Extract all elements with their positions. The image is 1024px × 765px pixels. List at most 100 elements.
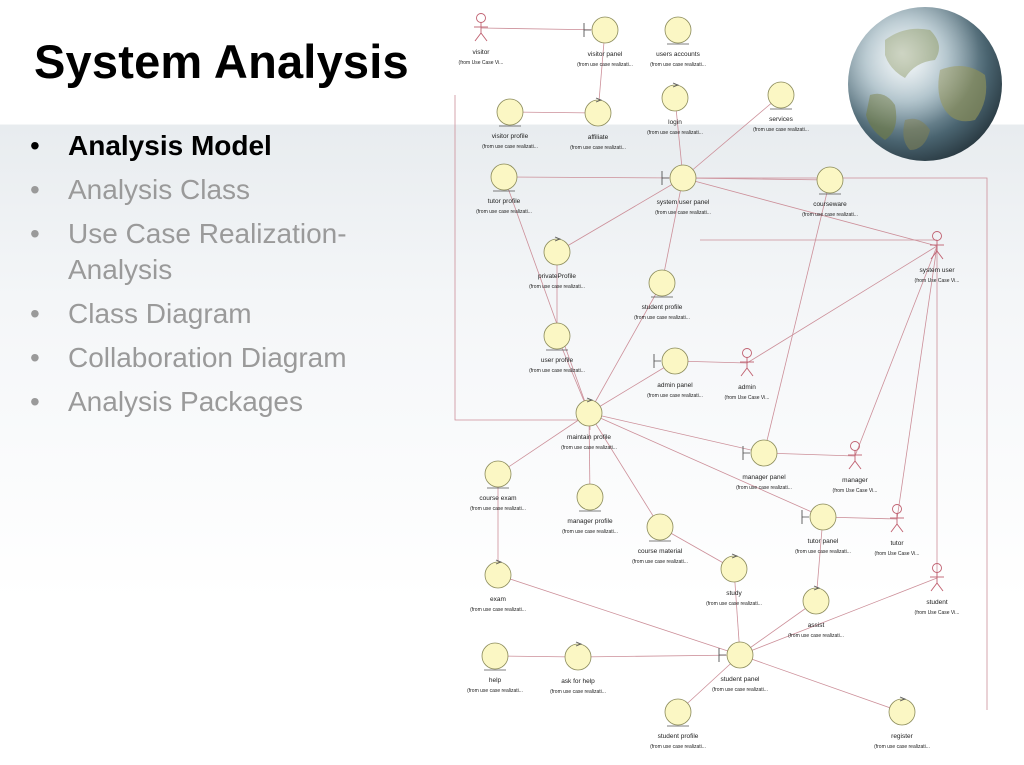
node-label: user profile	[541, 357, 574, 364]
node-label: tutor panel	[808, 538, 839, 545]
bullet-dot-icon: •	[30, 174, 40, 205]
node-sublabel: (from use case realizati...	[634, 315, 690, 321]
actor-head	[932, 231, 942, 241]
entity-circle	[767, 81, 795, 109]
control-circle	[584, 99, 612, 127]
control-circle	[888, 698, 916, 726]
diagram-node-student: student(from Use Case Vi...	[915, 563, 960, 616]
diagram-node-courseware: courseware (from use case realizati...	[802, 166, 858, 218]
diagram-edge	[494, 655, 579, 658]
actor-leg	[936, 582, 944, 592]
node-sublabel: (from Use Case Vi...	[915, 610, 960, 616]
control-arrow	[595, 97, 603, 103]
node-sublabel: (from use case realizati...	[647, 130, 703, 136]
node-label: manager profile	[567, 518, 613, 525]
diagram-node-visitor-panel: visitor panel(from use case realizati...	[577, 16, 633, 68]
bullet-text: Collaboration Diagram	[68, 342, 347, 373]
control-arrow	[672, 82, 680, 88]
diagram-node-manager-profile: manager profile(from use case realizati.…	[562, 483, 618, 535]
actor-head	[476, 13, 486, 23]
boundary-circle	[591, 16, 619, 44]
diagram-edge	[763, 179, 831, 454]
node-label: visitor	[473, 49, 491, 56]
control-arrow	[731, 553, 739, 559]
diagram-edge	[661, 177, 684, 284]
control-arrow	[586, 397, 594, 403]
bullet-dot-icon: •	[30, 342, 40, 373]
node-label: register	[891, 733, 914, 740]
diagram-node-student-profile-top: student profile(from use case realizati.…	[634, 269, 690, 321]
node-sublabel: (from use case realizati...	[874, 744, 930, 750]
diagram-node-ask-for-help: ask for help (from use case realizati...	[550, 641, 606, 695]
node-label: courseware	[813, 201, 847, 208]
actor-head	[892, 504, 902, 514]
node-label: ask for help	[561, 678, 595, 685]
diagram-edge	[503, 176, 684, 179]
diagram-node-tutor-profile: tutor profile(from use case realizati...	[476, 163, 532, 215]
bullet-dot-icon: •	[30, 218, 40, 249]
node-sublabel: (from use case realizati...	[476, 209, 532, 215]
diagram-node-login: login(from use case realizati...	[647, 82, 703, 136]
actor-leg	[480, 32, 488, 42]
bullet-dot-icon: •	[30, 298, 40, 329]
bullet-text: Use Case Realization-Analysis	[68, 218, 347, 285]
node-label: system user	[919, 267, 955, 274]
diagram-node-help: help(from use case realizati...	[467, 642, 523, 694]
node-label: services	[769, 116, 794, 123]
diagram-node-system-user-panel: system user panel(from use case realizat…	[655, 164, 711, 216]
actor-head	[850, 441, 860, 451]
node-sublabel: (from use case realizati...	[712, 687, 768, 693]
node-label: users accounts	[656, 51, 700, 58]
bullet-dot-icon: •	[30, 130, 40, 161]
diagram-edge	[677, 654, 741, 713]
actor-leg	[848, 460, 856, 470]
diagram-node-study: study(from use case realizati...	[706, 553, 762, 607]
diagram-edge	[763, 452, 856, 457]
diagram-edge	[739, 577, 938, 656]
node-label: course exam	[479, 495, 516, 502]
control-circle	[484, 561, 512, 589]
diagram-edge	[659, 526, 735, 570]
node-sublabel: (from use case realizati...	[550, 689, 606, 695]
boundary-circle	[726, 641, 754, 669]
diagram-edge	[588, 412, 824, 518]
control-arrow	[495, 559, 503, 565]
node-sublabel: (from Use Case Vi...	[833, 488, 878, 494]
actor-leg	[896, 523, 904, 533]
diagram-edge	[588, 360, 676, 414]
node-sublabel: (from use case realizati...	[736, 485, 792, 491]
diagram-edge	[682, 177, 938, 247]
entity-circle	[816, 166, 844, 194]
diagram-route-line	[454, 95, 589, 421]
control-circle	[661, 84, 689, 112]
control-circle	[802, 587, 830, 615]
bullet-text: Analysis Packages	[68, 386, 304, 417]
boundary-circle	[750, 439, 778, 467]
diagram-node-course-exam: course exam(from use case realizati...	[470, 460, 526, 512]
diagram-node-student-profile-bottom: student profile(from use case realizati.…	[650, 698, 706, 750]
node-sublabel: (from use case realizati...	[529, 368, 585, 374]
diagram-node-assist: assist(from use case realizati...	[788, 585, 844, 639]
actor-leg	[474, 32, 482, 42]
node-sublabel: (from use case realizati...	[802, 212, 858, 218]
diagram-frame-lines	[454, 95, 988, 710]
diagram-edge	[746, 245, 938, 364]
diagram-node-user-profile: user profile (from use case realizati...	[529, 322, 585, 374]
node-sublabel: (from use case realizati...	[788, 633, 844, 639]
control-circle	[543, 238, 571, 266]
diagram-edge	[739, 600, 817, 656]
diagram-node-manager: manager(from Use Case Vi...	[833, 441, 878, 494]
node-sublabel: (from use case realizati...	[650, 62, 706, 68]
entity-circle	[664, 16, 692, 44]
diagram-edge	[896, 245, 938, 520]
diagram-node-tutor-panel: tutor panel(from use case realizati...	[795, 503, 851, 555]
diagram-nodes: visitor (from Use Case Vi... visitor panel…	[459, 13, 960, 750]
bullet-item: •Class Diagram	[30, 296, 410, 332]
diagram-edge	[556, 177, 684, 253]
actor-leg	[930, 582, 938, 592]
node-label: exam	[490, 596, 506, 603]
diagram-edge	[588, 412, 765, 454]
node-sublabel: (from Use Case Vi...	[725, 395, 770, 401]
node-sublabel: (from use case realizati...	[529, 284, 585, 290]
